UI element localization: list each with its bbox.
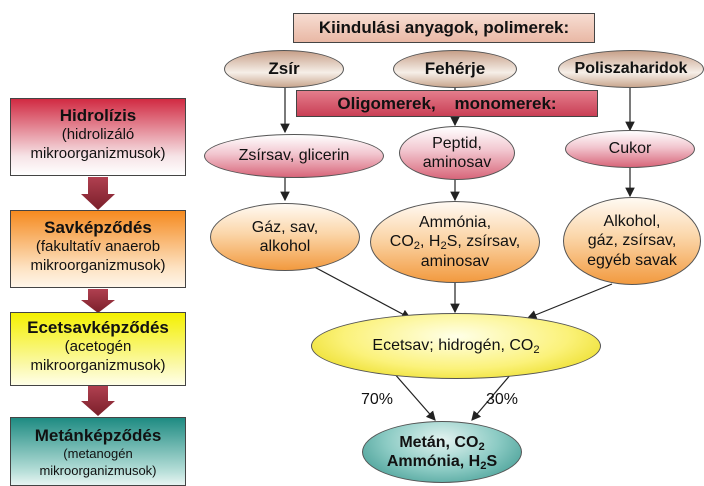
polymer-fat: Zsír (224, 50, 344, 88)
oligomers-box: Oligomerek, monomerek: (296, 90, 598, 117)
title-box: Kiindulási anyagok, polimerek: (293, 13, 595, 43)
stage-methanogenesis: Metánképződés (metanogén mikroorganizmus… (10, 417, 186, 486)
down-arrow-3 (81, 386, 115, 416)
polymer-protein: Fehérje (393, 50, 517, 88)
acid-gas-acid-alcohol: Gáz, sav, alkohol (210, 203, 360, 271)
monomer-sugar: Cukor (565, 130, 695, 168)
down-arrow-2 (81, 289, 115, 313)
down-arrow-1 (81, 177, 115, 210)
stage-acetogenesis: Ecetsavképződés (acetogén mikroorganizmu… (10, 312, 186, 386)
monomer-peptide: Peptid, aminosav (399, 126, 515, 180)
arrow-left-acetate (304, 261, 412, 319)
stage-hydrolysis: Hidrolízis (hidrolizáló mikroorganizmuso… (10, 98, 186, 176)
polymer-polysaccharide: Poliszaharidok (558, 50, 704, 88)
acetate-hydrogen-co2: Ecetsav; hidrogén, CO2 (311, 313, 601, 379)
percent-70: 70% (361, 391, 394, 408)
stage-acidogenesis: Savképződés (fakultatív anaerob mikroorg… (10, 210, 186, 288)
arrow-70 (392, 371, 436, 421)
acid-alcohol-gas-other: Alkohol, gáz, zsírsav, egyéb savak (563, 197, 701, 285)
acid-ammonia-co2: Ammónia, CO2, H2S, zsírsav, aminosav (370, 201, 540, 283)
monomer-fat-acid-glycerol: Zsírsav, glicerin (204, 134, 384, 178)
percent-30: 30% (486, 391, 519, 408)
methane-ammonia: Metán, CO2 Ammónia, H2S (362, 421, 522, 483)
arrow-right-acetate (526, 283, 613, 320)
